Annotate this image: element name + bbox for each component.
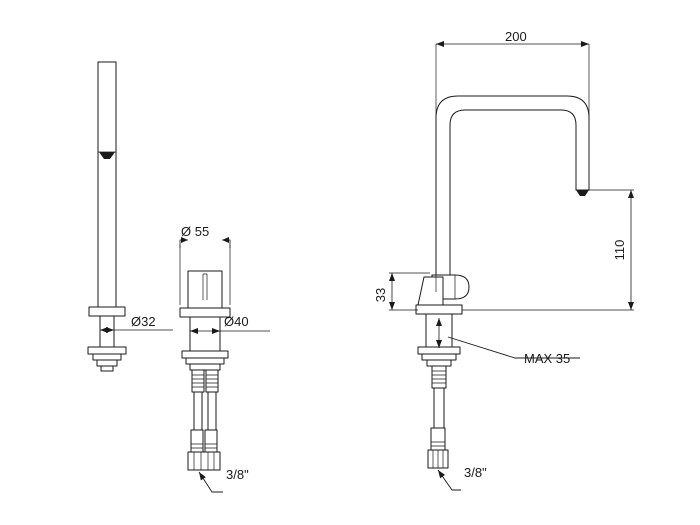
lever-nut (96, 359, 118, 367)
lever-tube (97, 61, 117, 313)
cartridge-cap (187, 270, 223, 309)
dim-32-extension (99, 318, 115, 336)
spout-fitting-threads (431, 441, 445, 447)
cartridge-washer-2 (185, 357, 225, 365)
cartridge-fitting-right (204, 429, 218, 453)
lever-stem-end (100, 365, 114, 372)
spout-nut (426, 359, 452, 367)
spout-coupling-threads (432, 370, 446, 384)
cartridge-coupling-threads (192, 374, 218, 388)
thread-label-right: 3/8" (464, 465, 487, 480)
spout-flange (415, 304, 463, 315)
cartridge-coupling-right (205, 369, 219, 393)
thread-label-leader-middle (198, 471, 223, 493)
lever-flange (88, 306, 126, 317)
spout-outer-profile (435, 95, 590, 291)
thread-label-middle: 3/8" (226, 467, 249, 482)
cartridge-cap-slot (202, 273, 208, 300)
spout-body (425, 313, 453, 348)
dim-200-label: 200 (505, 29, 527, 44)
lever-joint-mark (99, 152, 115, 159)
dim-55-arrow-left (181, 237, 188, 243)
dia-55-label: Ø 55 (181, 224, 209, 239)
spout-handle-base (417, 276, 444, 306)
cartridge-washer-1 (181, 350, 229, 359)
dia-40-label: Ø40 (224, 314, 249, 329)
spout-aerator (576, 190, 589, 196)
max-35-leader (447, 336, 580, 359)
max-35-label: MAX 35 (524, 351, 570, 366)
spout-inner-profile (449, 109, 577, 291)
lever-shank (99, 315, 115, 348)
dim-55-arrow-right (222, 237, 229, 243)
dia-32-label: Ø32 (131, 314, 156, 329)
cartridge-coupling-left (191, 369, 205, 393)
dim-110-label: 110 (612, 240, 627, 261)
right-view-spout (389, 41, 634, 491)
dim-55-extension (179, 245, 231, 305)
cartridge-hex-knurl (193, 452, 215, 470)
thread-label-leader-right (437, 469, 461, 491)
cartridge-nut (189, 363, 221, 371)
dim-33-label: 33 (373, 288, 388, 302)
left-view-tall-lever (87, 61, 173, 372)
lever-washer-2 (92, 353, 122, 361)
dim-40-extension (189, 320, 221, 337)
spout-hex-knurl (432, 450, 444, 468)
cartridge-fitting-threads (191, 443, 217, 449)
spout-washer-2 (421, 353, 457, 361)
cartridge-body (189, 316, 221, 352)
spout-fitting (430, 427, 446, 451)
cartridge-flange (179, 307, 231, 318)
cartridge-fitting-left (190, 429, 204, 453)
spout-coupling (431, 365, 447, 389)
middle-view-cartridge (179, 237, 270, 493)
spout-washer-1 (417, 346, 461, 355)
lever-washer-1 (87, 346, 127, 355)
cartridge-hex-nut (187, 451, 221, 471)
